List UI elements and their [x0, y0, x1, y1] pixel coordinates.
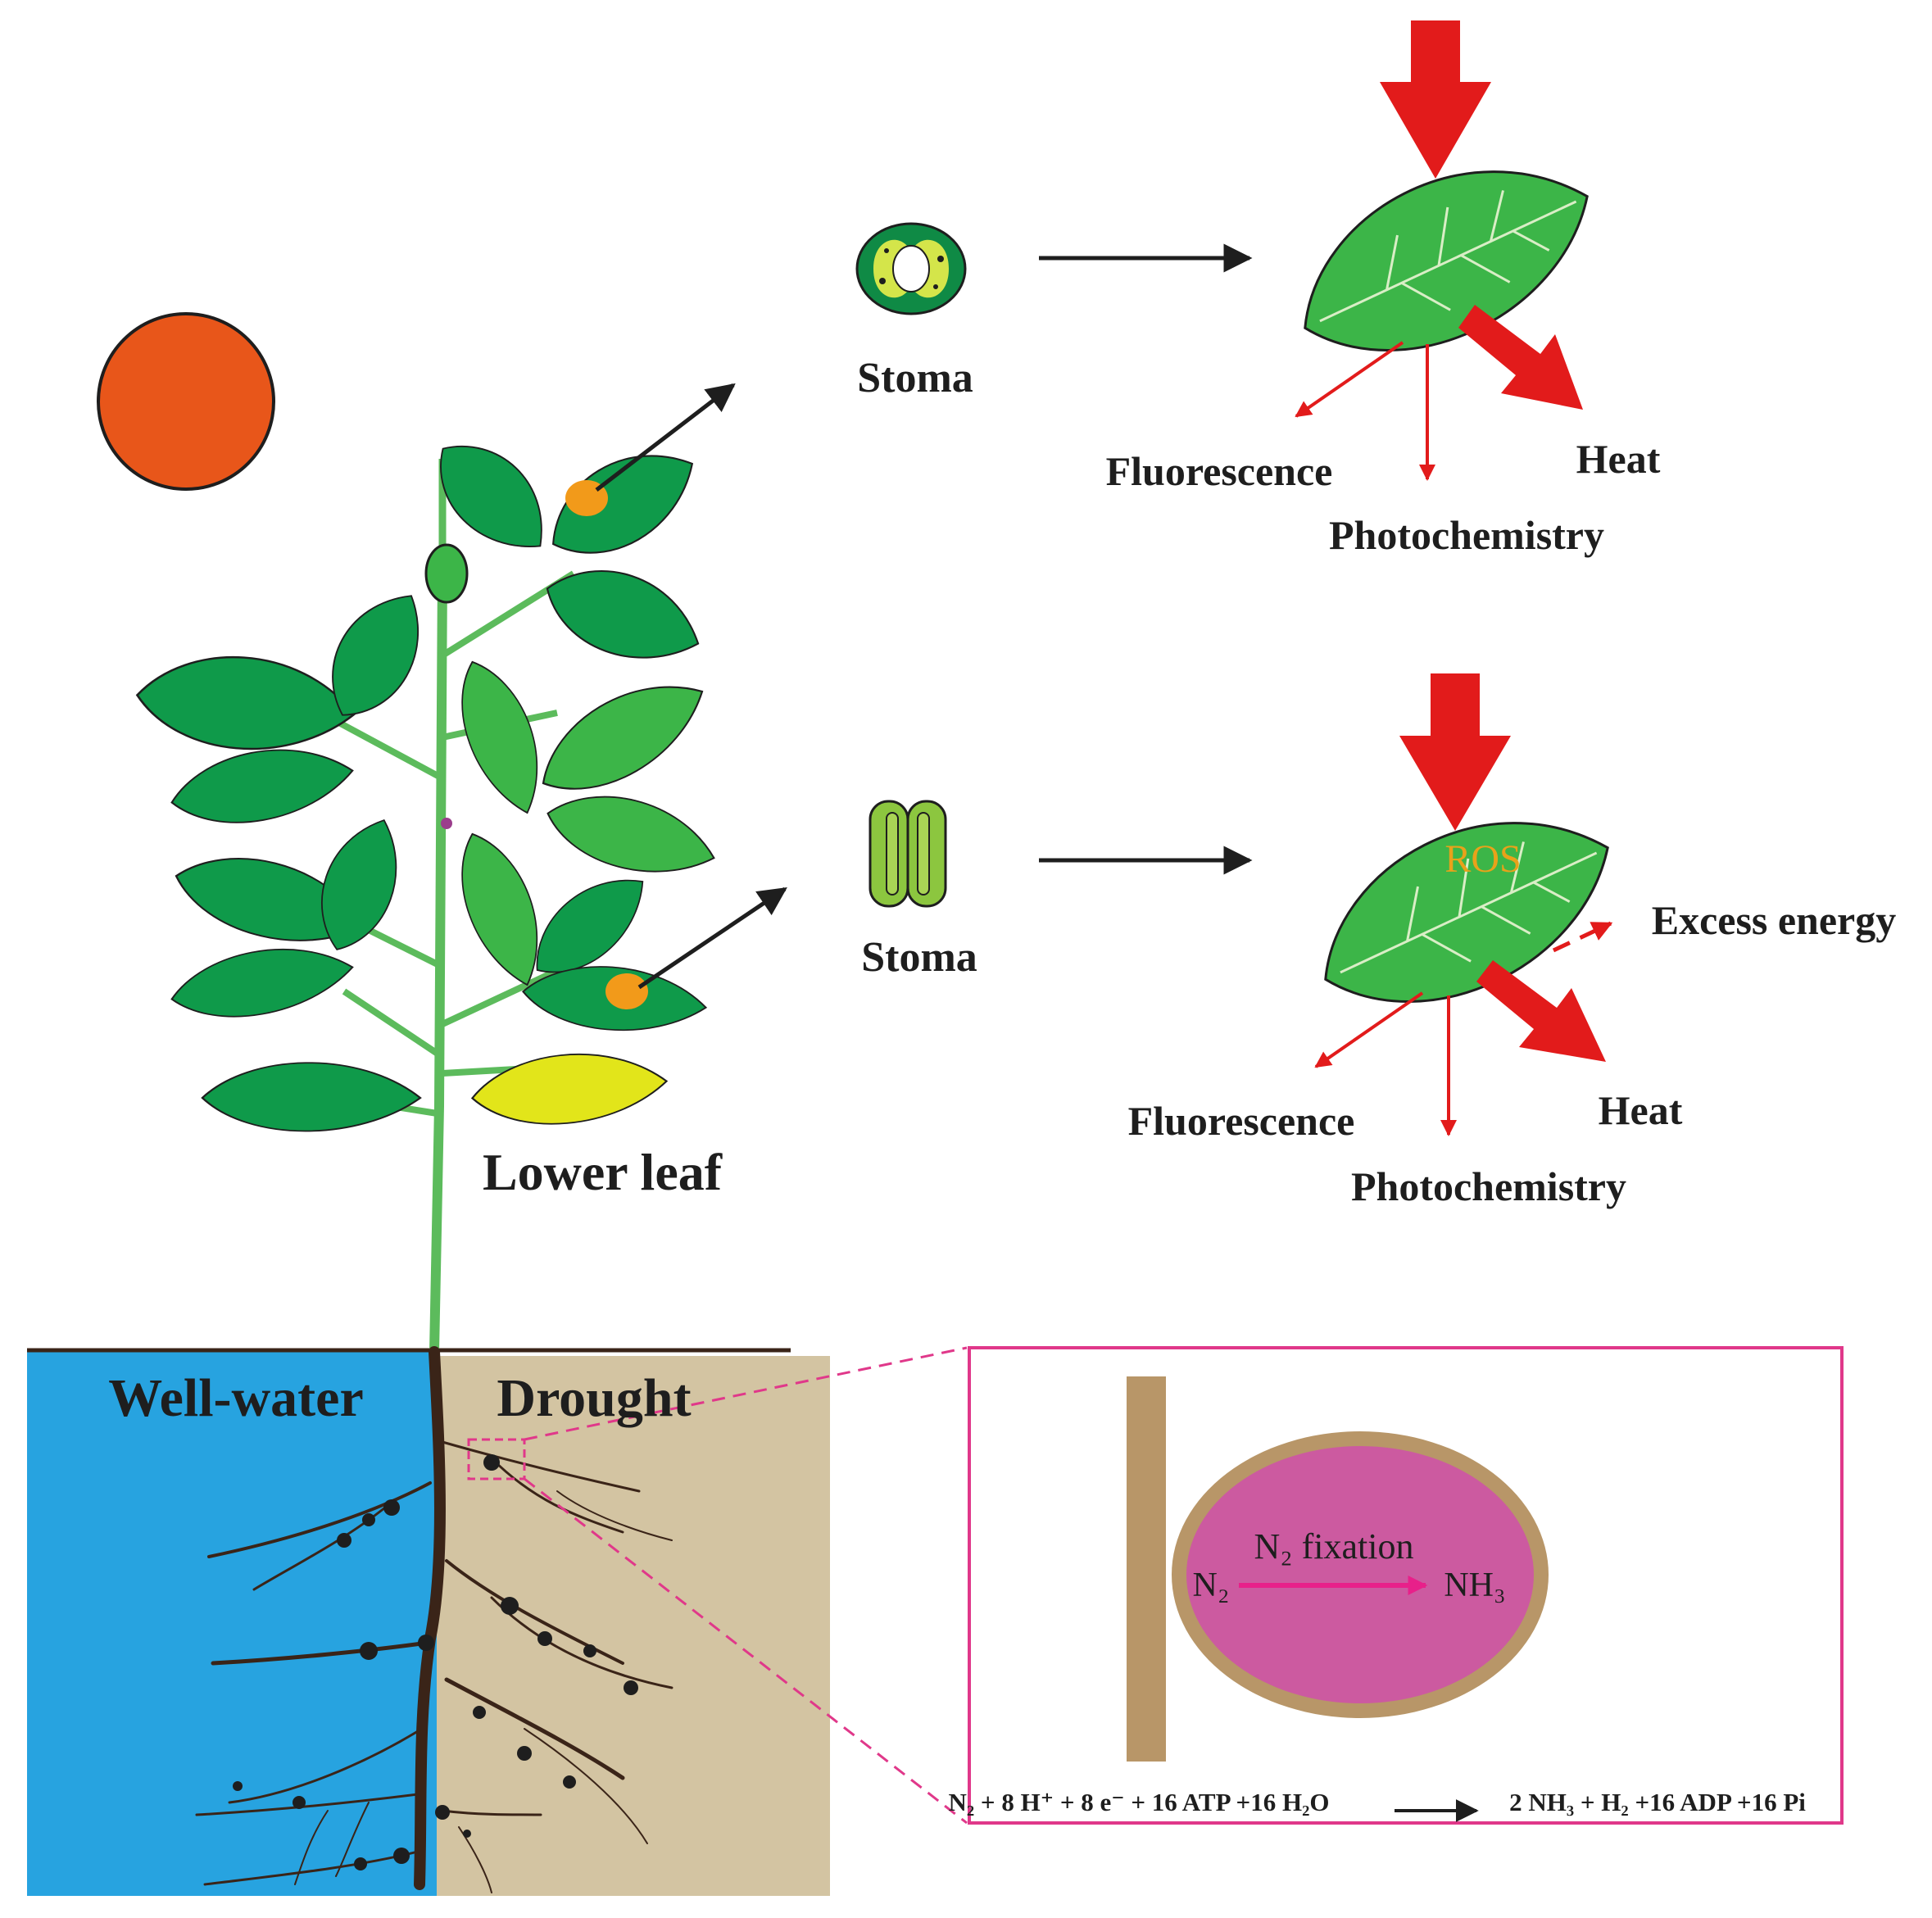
- fluorescence-label-top: Fluorescence: [1106, 448, 1333, 494]
- photochemistry-label-bottom: Photochemistry: [1351, 1163, 1626, 1209]
- sample-spot-bottom: [605, 973, 648, 1009]
- root-segment: [1127, 1376, 1166, 1762]
- leaf: [201, 1061, 422, 1132]
- energy-leaf-top: [1295, 20, 1589, 481]
- stoma-label-top: Stoma: [857, 355, 973, 401]
- leaf: [537, 778, 724, 891]
- fluorescence-label-bottom: Fluorescence: [1128, 1098, 1355, 1144]
- callout-line-top: [524, 1346, 968, 1441]
- light-arrow-bottom: [1399, 673, 1511, 831]
- nodule-interior: [1186, 1446, 1534, 1703]
- reactant-label: N₂: [1193, 1567, 1230, 1604]
- stoma-closed-icon: [868, 800, 947, 908]
- bud: [424, 543, 469, 604]
- product-label: NH₃: [1444, 1567, 1505, 1604]
- leaf-lower-yellow: [468, 1045, 671, 1132]
- photochemistry-label-top: Photochemistry: [1329, 512, 1604, 558]
- energy-leaf-bottom: ROS: [1314, 673, 1613, 1136]
- equation-right: 2 NH₃ + H₂ +16 ADP +16 Pi: [1509, 1788, 1806, 1816]
- stoma-label-bottom: Stoma: [861, 934, 977, 981]
- nodule-inset: N₂ fixation N₂ NH₃ N₂ + 8 H⁺ + 8 e⁻ + 16…: [949, 1346, 1844, 1825]
- leaf: [132, 647, 360, 759]
- heat-arrow-bottom: [1476, 960, 1606, 1062]
- leaf: [523, 657, 722, 816]
- arrow-to-stoma-top: [595, 383, 736, 492]
- soil-panel: [27, 1348, 830, 1896]
- root-callout-box: [467, 1438, 526, 1480]
- stem-marker: [441, 818, 452, 829]
- excess-energy-arrow: [1552, 921, 1613, 953]
- leaf: [165, 934, 359, 1031]
- heat-label-bottom: Heat: [1599, 1087, 1683, 1133]
- light-arrow-top: [1380, 20, 1491, 179]
- leaves: [132, 420, 724, 1132]
- drought-label: Drought: [497, 1368, 691, 1428]
- drought-soil: [437, 1356, 830, 1896]
- fixation-label: N₂ fixation: [1254, 1526, 1414, 1567]
- heat-arrow-top: [1458, 305, 1583, 410]
- well-water-soil: [27, 1350, 437, 1896]
- lower-leaf-label: Lower leaf: [483, 1143, 723, 1201]
- leaf: [442, 650, 559, 824]
- root-nodules: [233, 1454, 638, 1870]
- ros-label: ROS: [1444, 837, 1521, 881]
- fluorescence-arrow-top: [1295, 341, 1404, 418]
- heat-label-top: Heat: [1576, 436, 1661, 482]
- fluorescence-arrow-bottom: [1314, 991, 1424, 1068]
- equation-left: N₂ + 8 H⁺ + 8 e⁻ + 16 ATP +16 H₂O: [949, 1788, 1330, 1816]
- arrow-to-stoma-bottom: [637, 886, 787, 990]
- sun: [97, 312, 275, 491]
- excess-energy-label: Excess energy: [1652, 897, 1897, 943]
- well-water-label: Well-water: [108, 1368, 364, 1428]
- leaf: [165, 735, 360, 837]
- callout-line-bottom: [524, 1477, 968, 1825]
- stoma-open-icon: [855, 222, 967, 315]
- stem: [429, 573, 447, 1353]
- leaf: [532, 427, 713, 578]
- leaf: [533, 549, 714, 681]
